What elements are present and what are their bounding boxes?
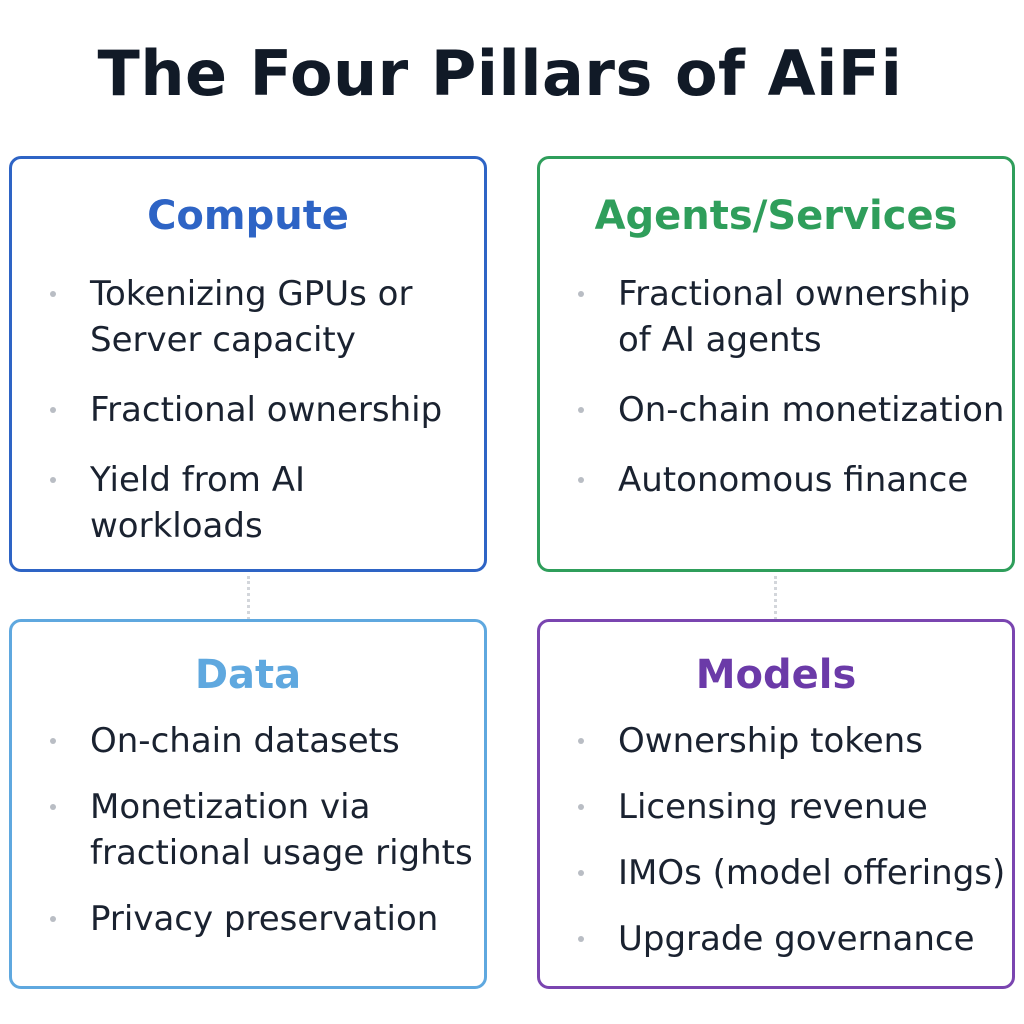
bullet-item: Autonomous finance xyxy=(540,457,1012,503)
bullet-text: Ownership tokens xyxy=(618,721,923,761)
bullet-text: On-chain datasets xyxy=(90,721,400,761)
bullet-text: Autonomous finance xyxy=(618,460,969,500)
pillar-heading-models: Models xyxy=(695,652,857,698)
bullet-dot-icon xyxy=(50,291,56,297)
connector-left xyxy=(247,576,250,620)
bullet-text: IMOs (model offerings) xyxy=(618,853,1006,893)
bullet-text: Upgrade governance xyxy=(618,919,975,959)
bullet-text: Fractional ownership xyxy=(90,390,443,430)
bullet-dot-icon xyxy=(50,804,56,810)
bullet-text: Monetization via fractional usage rights xyxy=(90,787,473,873)
bullet-text: Tokenizing GPUs or Server capacity xyxy=(90,274,413,360)
bullet-item: Fractional ownership xyxy=(12,387,484,433)
pillar-card-agents-services: Agents/Services Fractional ownership of … xyxy=(537,156,1015,572)
pillar-card-compute: Compute Tokenizing GPUs or Server capaci… xyxy=(9,156,487,572)
bullet-text: Licensing revenue xyxy=(618,787,928,827)
bullet-dot-icon xyxy=(578,477,584,483)
bullet-text: Fractional ownership of AI agents xyxy=(618,274,971,360)
pillar-bullet-list-compute: Tokenizing GPUs or Server capacity Fract… xyxy=(12,271,484,573)
pillar-bullet-list-models: Ownership tokens Licensing revenue IMOs … xyxy=(540,718,1012,982)
pillar-bullet-list-agents-services: Fractional ownership of AI agents On-cha… xyxy=(540,271,1012,527)
bullet-item: On-chain monetization xyxy=(540,387,1012,433)
bullet-item: Licensing revenue xyxy=(540,784,1012,830)
bullet-item: Ownership tokens xyxy=(540,718,1012,764)
bullet-item: IMOs (model offerings) xyxy=(540,850,1012,896)
bullet-item: Monetization via fractional usage rights xyxy=(12,784,484,876)
pillar-heading-data: Data xyxy=(194,652,302,698)
pillar-bullet-list-data: On-chain datasets Monetization via fract… xyxy=(12,718,484,962)
bullet-item: On-chain datasets xyxy=(12,718,484,764)
pillar-card-data: Data On-chain datasets Monetization via … xyxy=(9,619,487,989)
bullet-text: Privacy preservation xyxy=(90,899,439,939)
bullet-item: Upgrade governance xyxy=(540,916,1012,962)
bullet-dot-icon xyxy=(578,291,584,297)
pillar-card-models: Models Ownership tokens Licensing revenu… xyxy=(537,619,1015,989)
bullet-dot-icon xyxy=(50,407,56,413)
bullet-text: On-chain monetization xyxy=(618,390,1005,430)
bullet-item: Tokenizing GPUs or Server capacity xyxy=(12,271,484,363)
bullet-item: Fractional ownership of AI agents xyxy=(540,271,1012,363)
pillar-heading-agents-services: Agents/Services xyxy=(594,193,958,239)
bullet-text: Yield from AI workloads xyxy=(90,460,305,546)
pillar-heading-compute: Compute xyxy=(147,193,349,239)
bullet-dot-icon xyxy=(50,916,56,922)
bullet-dot-icon xyxy=(50,738,56,744)
connector-right xyxy=(774,576,777,620)
bullet-item: Yield from AI workloads xyxy=(12,457,484,549)
bullet-dot-icon xyxy=(578,870,584,876)
diagram-title: The Four Pillars of AiFi xyxy=(97,37,903,110)
bullet-item: Privacy preservation xyxy=(12,896,484,942)
bullet-dot-icon xyxy=(578,738,584,744)
bullet-dot-icon xyxy=(50,477,56,483)
bullet-dot-icon xyxy=(578,804,584,810)
bullet-dot-icon xyxy=(578,407,584,413)
bullet-dot-icon xyxy=(578,936,584,942)
